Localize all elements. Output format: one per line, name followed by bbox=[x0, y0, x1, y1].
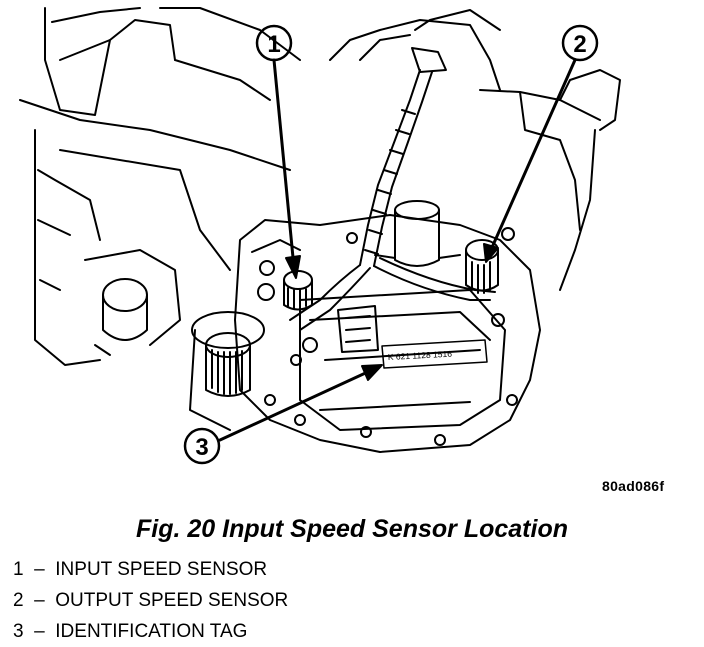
identification-tag: K 621 1128 1516 bbox=[381, 339, 488, 369]
callout-3-leader bbox=[218, 368, 374, 442]
rear-adapter bbox=[84, 249, 181, 356]
pan-bolts bbox=[264, 232, 518, 446]
callout-2-arrowhead bbox=[483, 243, 499, 263]
wiring-harness bbox=[289, 9, 501, 331]
legend-number: 3 bbox=[13, 621, 24, 642]
callout-1: 1 bbox=[255, 24, 301, 279]
legend-text: OUTPUT SPEED SENSOR bbox=[55, 590, 289, 611]
callout-2-circle bbox=[561, 24, 599, 62]
legend-number: 2 bbox=[13, 590, 24, 611]
callout-2-leader bbox=[488, 58, 577, 254]
callout-1-leader bbox=[272, 58, 296, 270]
transmission-illustration: K 621 1128 1516 1 2 3 bbox=[19, 7, 621, 465]
legend-item: 3 – IDENTIFICATION TAG bbox=[13, 616, 288, 647]
callout-1-arrowhead bbox=[285, 255, 301, 279]
callout-1-number: 1 bbox=[267, 31, 280, 58]
legend-dash: – bbox=[34, 621, 45, 642]
housing-background bbox=[19, 7, 621, 366]
legend-item: 2 – OUTPUT SPEED SENSOR bbox=[13, 585, 288, 616]
output-speed-sensor bbox=[465, 227, 515, 327]
legend-dash: – bbox=[34, 559, 45, 580]
legend-text: IDENTIFICATION TAG bbox=[55, 621, 248, 642]
output-shaft bbox=[189, 311, 265, 431]
figure-title: Fig. 20 Input Speed Sensor Location bbox=[136, 515, 568, 543]
callout-2-number: 2 bbox=[573, 31, 586, 58]
legend-item: 1 – INPUT SPEED SENSOR bbox=[13, 554, 288, 585]
callout-3-arrowhead bbox=[361, 364, 383, 381]
legend-dash: – bbox=[34, 590, 45, 611]
transmission-case bbox=[234, 214, 541, 453]
connector-hub bbox=[290, 305, 379, 366]
legend: 1 – INPUT SPEED SENSOR 2 – OUTPUT SPEED … bbox=[13, 554, 288, 647]
figure-code: 80ad086f bbox=[602, 478, 665, 494]
legend-text: INPUT SPEED SENSOR bbox=[55, 559, 268, 580]
tag-text: K 621 1128 1516 bbox=[388, 349, 453, 362]
callout-2: 2 bbox=[483, 24, 599, 263]
callout-3-number: 3 bbox=[195, 434, 208, 461]
center-boss bbox=[374, 200, 461, 267]
legend-number: 1 bbox=[13, 559, 24, 580]
callout-3: 3 bbox=[183, 364, 383, 465]
callout-3-circle bbox=[183, 427, 221, 465]
